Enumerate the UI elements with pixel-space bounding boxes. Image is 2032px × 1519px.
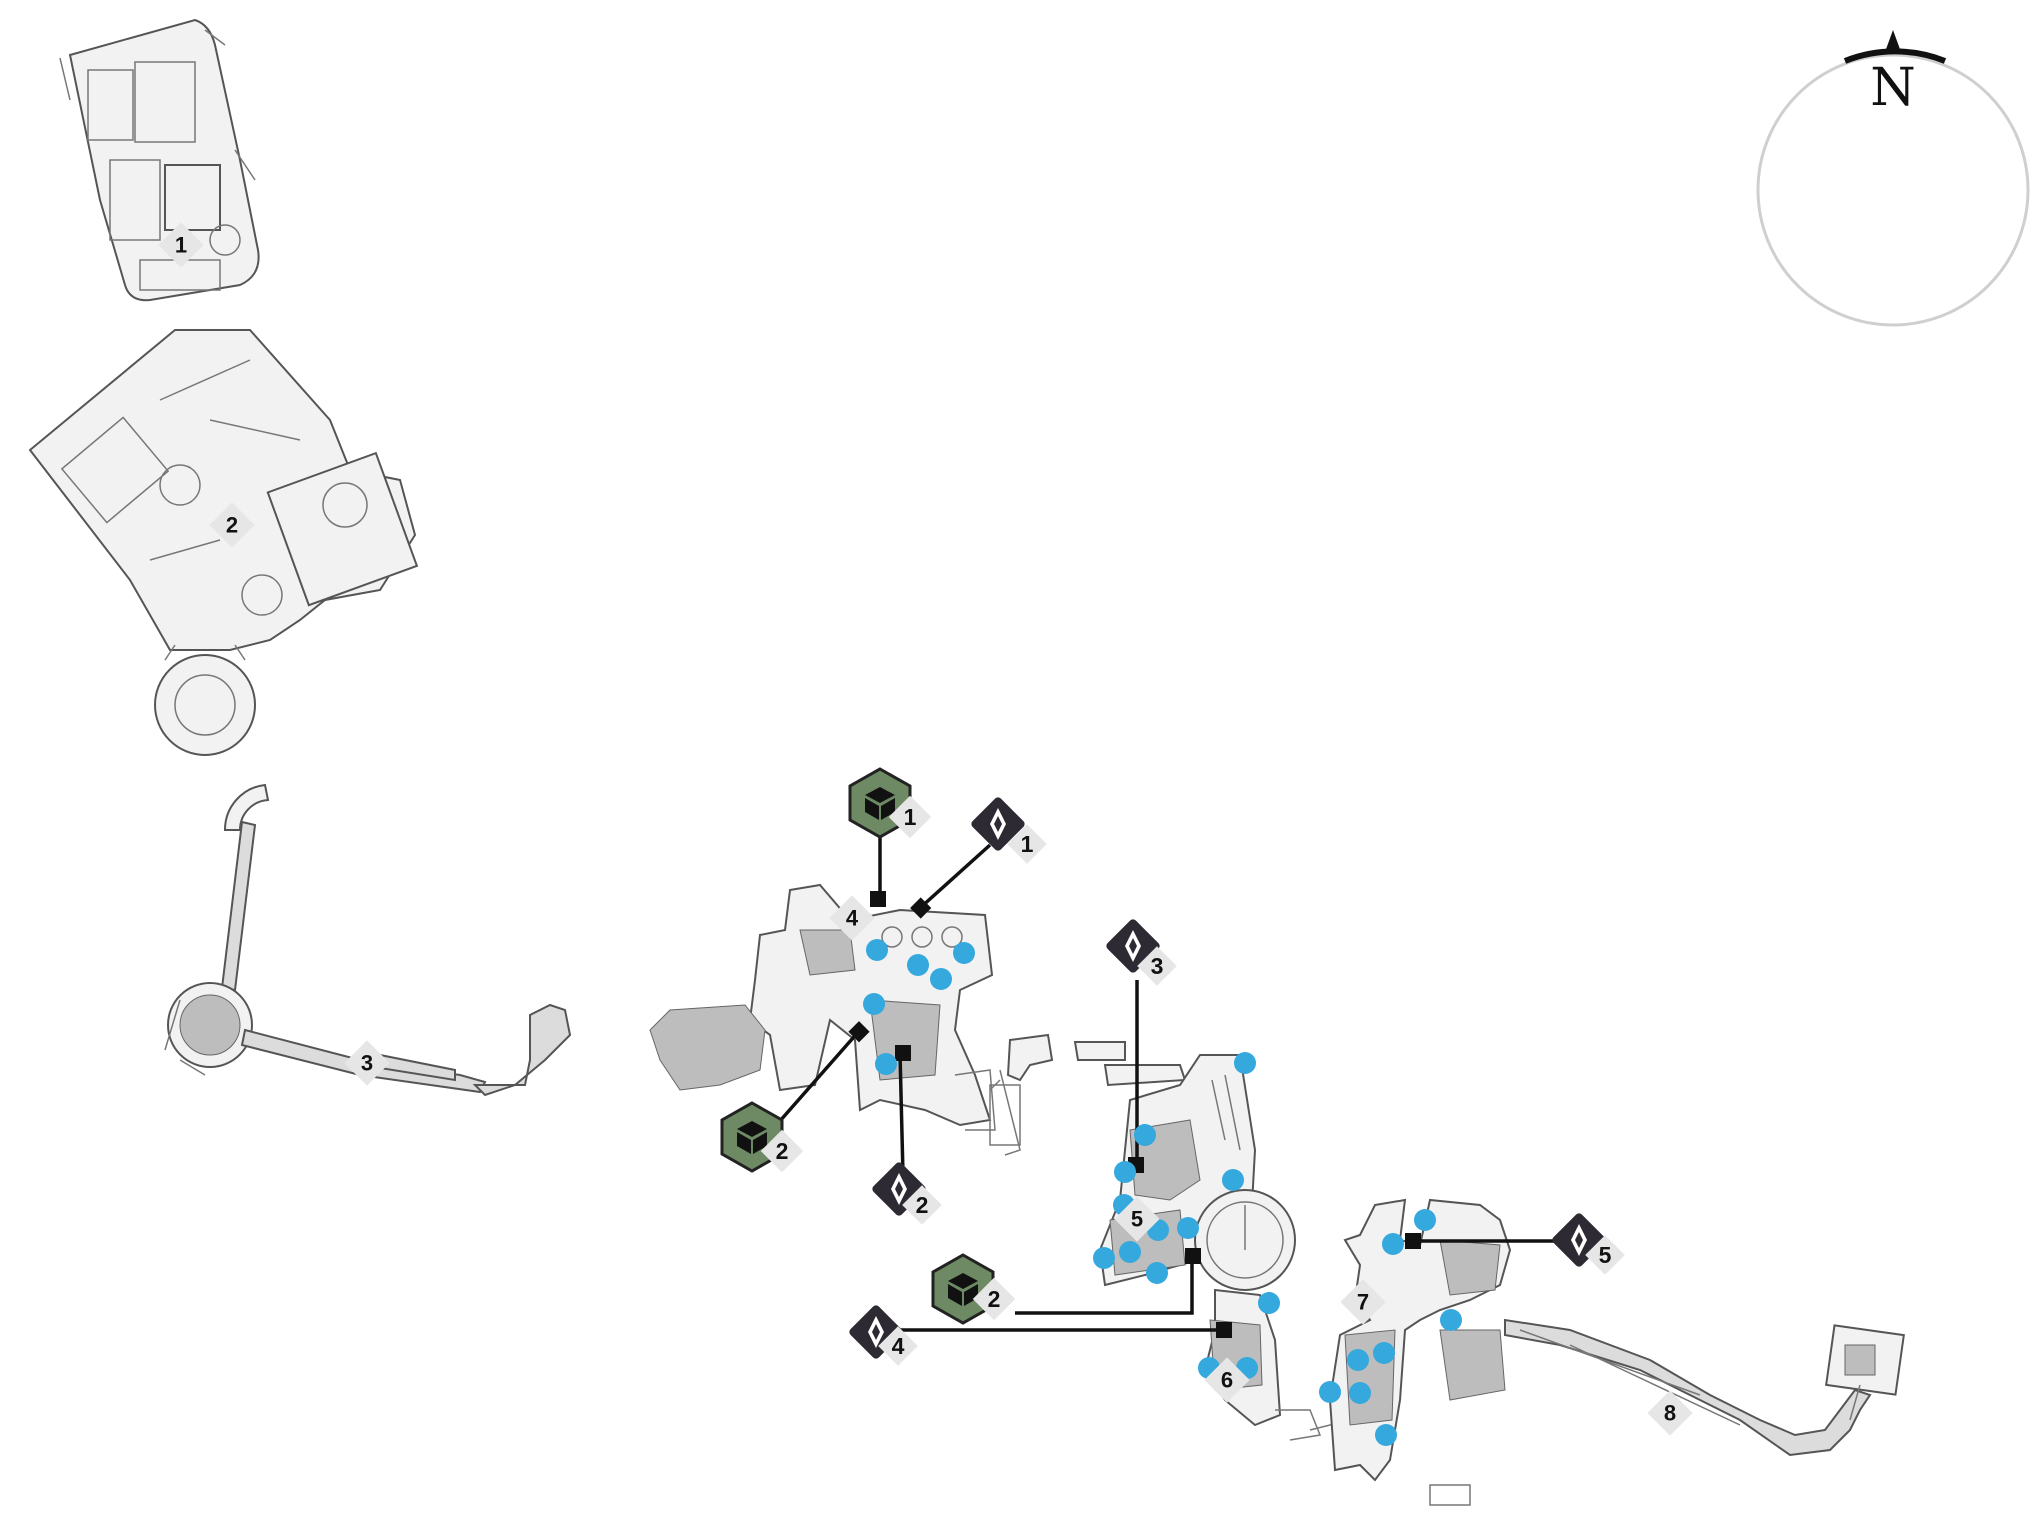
zone-8-corridor [1504, 1318, 1905, 1457]
shard-icon [1125, 930, 1141, 962]
zone-2-building [28, 329, 419, 756]
north-arrow-icon [1885, 30, 1901, 52]
svg-text:1: 1 [175, 233, 187, 258]
loot-dot-icon[interactable] [1134, 1124, 1156, 1146]
loot-dot-icon[interactable] [930, 968, 952, 990]
svg-text:4: 4 [846, 906, 859, 931]
loot-dots [863, 939, 1462, 1446]
zone-label-4[interactable]: 4 [829, 895, 875, 941]
loot-dot-icon[interactable] [1119, 1241, 1141, 1263]
svg-text:2: 2 [916, 1192, 929, 1218]
loot-dot-icon[interactable] [1375, 1424, 1397, 1446]
loot-dot-icon[interactable] [1373, 1342, 1395, 1364]
svg-text:5: 5 [1599, 1242, 1612, 1268]
crate-marker-1[interactable]: 1 [848, 767, 932, 839]
zone-label-2[interactable]: 2 [209, 502, 255, 548]
crate-icon [948, 1273, 978, 1306]
loot-dot-icon[interactable] [1258, 1292, 1280, 1314]
shard-marker-4[interactable]: 4 [848, 1304, 918, 1366]
diamond-anchor-icon[interactable] [910, 897, 932, 919]
loot-dot-icon[interactable] [907, 954, 929, 976]
loot-dot-icon[interactable] [863, 993, 885, 1015]
square-anchor-icon[interactable] [1216, 1322, 1232, 1338]
diamond-anchor-icon[interactable] [848, 1021, 870, 1043]
shard-marker-5[interactable]: 5 [1551, 1212, 1625, 1275]
shard-icon [868, 1316, 884, 1348]
loot-dot-icon[interactable] [1382, 1233, 1404, 1255]
zone-label-1[interactable]: 1 [158, 222, 204, 268]
loot-dot-icon[interactable] [1440, 1309, 1462, 1331]
loot-dot-icon[interactable] [1093, 1247, 1115, 1269]
loot-dot-icon[interactable] [866, 939, 888, 961]
anchor-markers [848, 891, 1421, 1338]
svg-text:1: 1 [904, 804, 917, 830]
svg-text:2: 2 [226, 513, 238, 538]
zone-4-ruins [649, 883, 1021, 1156]
loot-dot-icon[interactable] [1319, 1381, 1341, 1403]
svg-text:4: 4 [892, 1333, 905, 1359]
zone-label-7[interactable]: 7 [1340, 1279, 1386, 1325]
square-anchor-icon[interactable] [1185, 1248, 1201, 1264]
zone-label-8[interactable]: 8 [1647, 1390, 1693, 1436]
svg-text:8: 8 [1664, 1401, 1676, 1426]
shard-marker-2[interactable]: 2 [871, 1161, 942, 1225]
crate-marker-2[interactable]: 2 [720, 1101, 804, 1173]
svg-text:6: 6 [1221, 1368, 1233, 1393]
loot-dot-icon[interactable] [1177, 1217, 1199, 1239]
loot-dot-icon[interactable] [1146, 1262, 1168, 1284]
zone-labels: 1 2 3 4 5 6 7 8 [158, 222, 1693, 1436]
shard-marker-1[interactable]: 1 [970, 796, 1047, 864]
loot-dot-icon[interactable] [953, 942, 975, 964]
zone-label-6[interactable]: 6 [1204, 1357, 1250, 1403]
square-anchor-icon[interactable] [870, 891, 886, 907]
svg-text:2: 2 [988, 1286, 1001, 1312]
loot-dot-icon[interactable] [1222, 1169, 1244, 1191]
loot-dot-icon[interactable] [1349, 1382, 1371, 1404]
compass-letter: N [1870, 58, 1916, 118]
shard-icon [1571, 1224, 1587, 1256]
svg-text:3: 3 [1151, 953, 1164, 979]
square-anchor-icon[interactable] [895, 1045, 911, 1061]
square-anchor-icon[interactable] [1405, 1233, 1421, 1249]
svg-text:7: 7 [1357, 1290, 1369, 1315]
loot-dot-icon[interactable] [875, 1053, 897, 1075]
crate-icon [865, 787, 895, 820]
compass: N [1756, 30, 2030, 327]
svg-text:2: 2 [776, 1138, 789, 1164]
svg-text:1: 1 [1021, 831, 1034, 857]
crate-marker-3[interactable]: 2 [931, 1253, 1016, 1325]
zone-1-building [59, 18, 260, 302]
loot-dot-icon[interactable] [1414, 1209, 1436, 1231]
loot-dot-icon[interactable] [1347, 1349, 1369, 1371]
svg-text:5: 5 [1131, 1207, 1143, 1232]
svg-text:3: 3 [361, 1051, 373, 1076]
shard-markers: 1 2 3 4 5 [848, 796, 1625, 1366]
loot-dot-icon[interactable] [1114, 1161, 1136, 1183]
crate-icon [737, 1121, 767, 1154]
shard-marker-3[interactable]: 3 [1105, 918, 1177, 986]
zone-label-5[interactable]: 5 [1114, 1196, 1160, 1242]
loot-dot-icon[interactable] [1234, 1052, 1256, 1074]
shard-icon [990, 808, 1006, 840]
shard-icon [891, 1173, 907, 1205]
